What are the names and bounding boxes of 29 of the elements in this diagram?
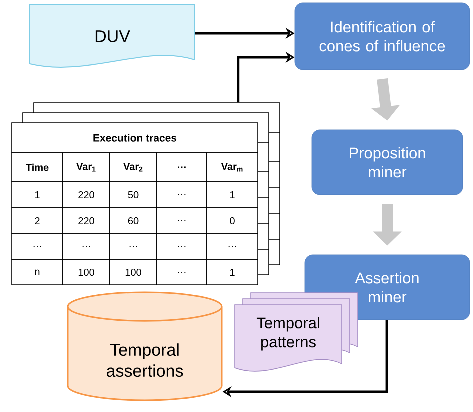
table-cell: Var$_{m}$	[206, 152, 258, 182]
table-cell: 1	[206, 182, 258, 208]
table-cell: 60	[110, 208, 158, 234]
table-cell: 220	[62, 208, 110, 234]
table-cell: Time	[12, 152, 64, 182]
document-stack: Temporal patterns	[234, 292, 358, 372]
process-box: Identification of cones of influence	[294, 2, 470, 70]
table-cell: …	[62, 234, 110, 260]
table-cell: n	[12, 260, 64, 286]
table-cell: …	[156, 208, 208, 234]
table-cell: 220	[62, 182, 110, 208]
table-cell: …	[156, 152, 208, 182]
table-cell: …	[110, 234, 158, 260]
table-cell: Var$_{1}$	[62, 152, 110, 182]
table-cell: …	[156, 234, 208, 260]
table-cell: …	[156, 182, 208, 208]
table-cell: …	[206, 234, 258, 260]
table-cell: 2	[12, 208, 64, 234]
table-cell: Var$_{2}$	[110, 152, 158, 182]
table-cell: …	[156, 260, 208, 286]
table-cell: 100	[110, 260, 158, 286]
table-cell: 1	[12, 182, 64, 208]
table-cell: 50	[110, 182, 158, 208]
table-cell: 100	[62, 260, 110, 286]
table-cell: …	[12, 234, 64, 260]
table-cell: 0	[206, 208, 258, 234]
table-cell: 1	[206, 260, 258, 286]
process-box: Proposition miner	[312, 130, 464, 196]
database-cylinder: Temporal assertions	[67, 292, 223, 402]
